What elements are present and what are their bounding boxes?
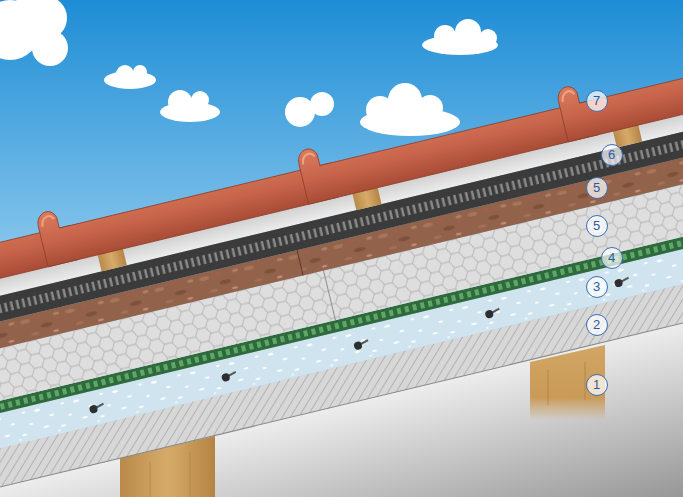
callout-number: 3	[586, 276, 608, 298]
fixings	[89, 277, 631, 414]
fixing-head	[614, 278, 624, 288]
cloud	[479, 29, 497, 47]
callout-number: 4	[601, 247, 623, 269]
cloud	[417, 95, 443, 121]
cloud	[133, 65, 147, 79]
cloud	[434, 25, 456, 47]
fixing-head	[221, 373, 231, 383]
roof-underside	[0, 26, 683, 497]
fixing-head	[484, 309, 494, 319]
underlay-layer	[0, 47, 683, 398]
tile-highlight	[301, 152, 316, 164]
cloud	[168, 90, 192, 114]
callout-number: 5	[586, 177, 608, 199]
callout-number: 7	[586, 90, 608, 112]
fixing-head	[353, 341, 363, 351]
roof-tiles	[0, 16, 683, 330]
callout-number: 1	[586, 374, 608, 396]
wood-grain	[190, 452, 191, 497]
roof-tile	[35, 145, 338, 267]
cloud	[310, 92, 334, 116]
roof-tile	[296, 82, 598, 204]
clouds	[0, 0, 498, 136]
wood-grain	[150, 462, 151, 497]
tile-highlight	[40, 215, 55, 227]
callout-number: 2	[586, 314, 608, 336]
fixing-head	[89, 404, 99, 414]
tile-highlight	[561, 90, 576, 102]
cloud	[388, 83, 422, 117]
cloud	[455, 19, 481, 45]
board-seam	[297, 250, 303, 275]
callout-number: 6	[601, 144, 623, 166]
callout-number: 5	[586, 215, 608, 237]
cloud	[191, 91, 209, 109]
roof-tile	[556, 16, 683, 142]
wood-grain	[585, 362, 586, 400]
cloud	[32, 30, 68, 66]
cloud	[14, 0, 42, 22]
board-seam	[324, 271, 336, 321]
cloud	[116, 65, 134, 83]
wood-grain	[548, 370, 549, 405]
